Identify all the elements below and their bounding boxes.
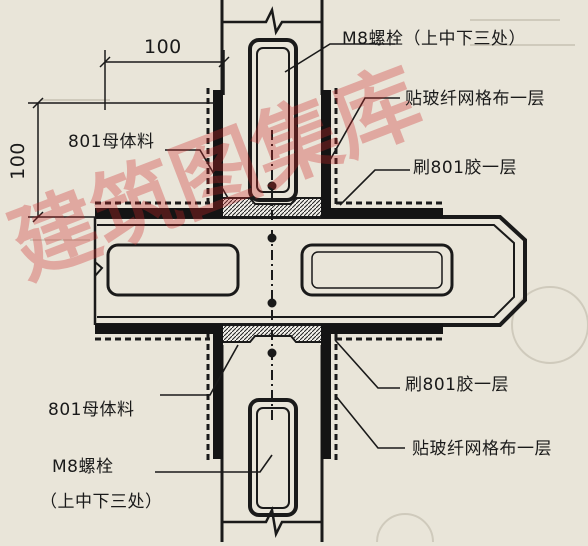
top-break-line (222, 6, 322, 36)
beam-core-left (106, 243, 240, 297)
horizontal-dimension: 100 (144, 36, 182, 58)
mortar-fill-top (221, 197, 323, 218)
label-mesh-bottom: 贴玻纤网格布一层 (412, 439, 552, 459)
label-bolt-top: M8螺栓（上中下三处） (342, 29, 526, 49)
label-mesh-top: 贴玻纤网格布一层 (405, 89, 545, 109)
horizontal-beam (93, 215, 527, 327)
label-mortar-top: 801母体料 (68, 132, 155, 152)
m8-bolt (267, 130, 277, 420)
label-mortar-bottom: 801母体料 (48, 400, 135, 420)
label-glue-top: 刷801胶一层 (413, 158, 517, 178)
vertical-dimension: 100 (6, 142, 29, 180)
label-glue-bottom: 刷801胶一层 (405, 375, 509, 395)
bottom-break-line (222, 506, 322, 538)
leader-lines (155, 43, 410, 473)
beam-core-right (300, 243, 454, 297)
fiberglass-mesh-layer (95, 90, 443, 459)
beam-break-mark (94, 261, 104, 277)
label-bolt-bottom-line1: M8螺栓 (52, 457, 114, 477)
dimension-lines (28, 50, 230, 223)
label-bolt-bottom-line2: （上中下三处） (40, 492, 163, 512)
